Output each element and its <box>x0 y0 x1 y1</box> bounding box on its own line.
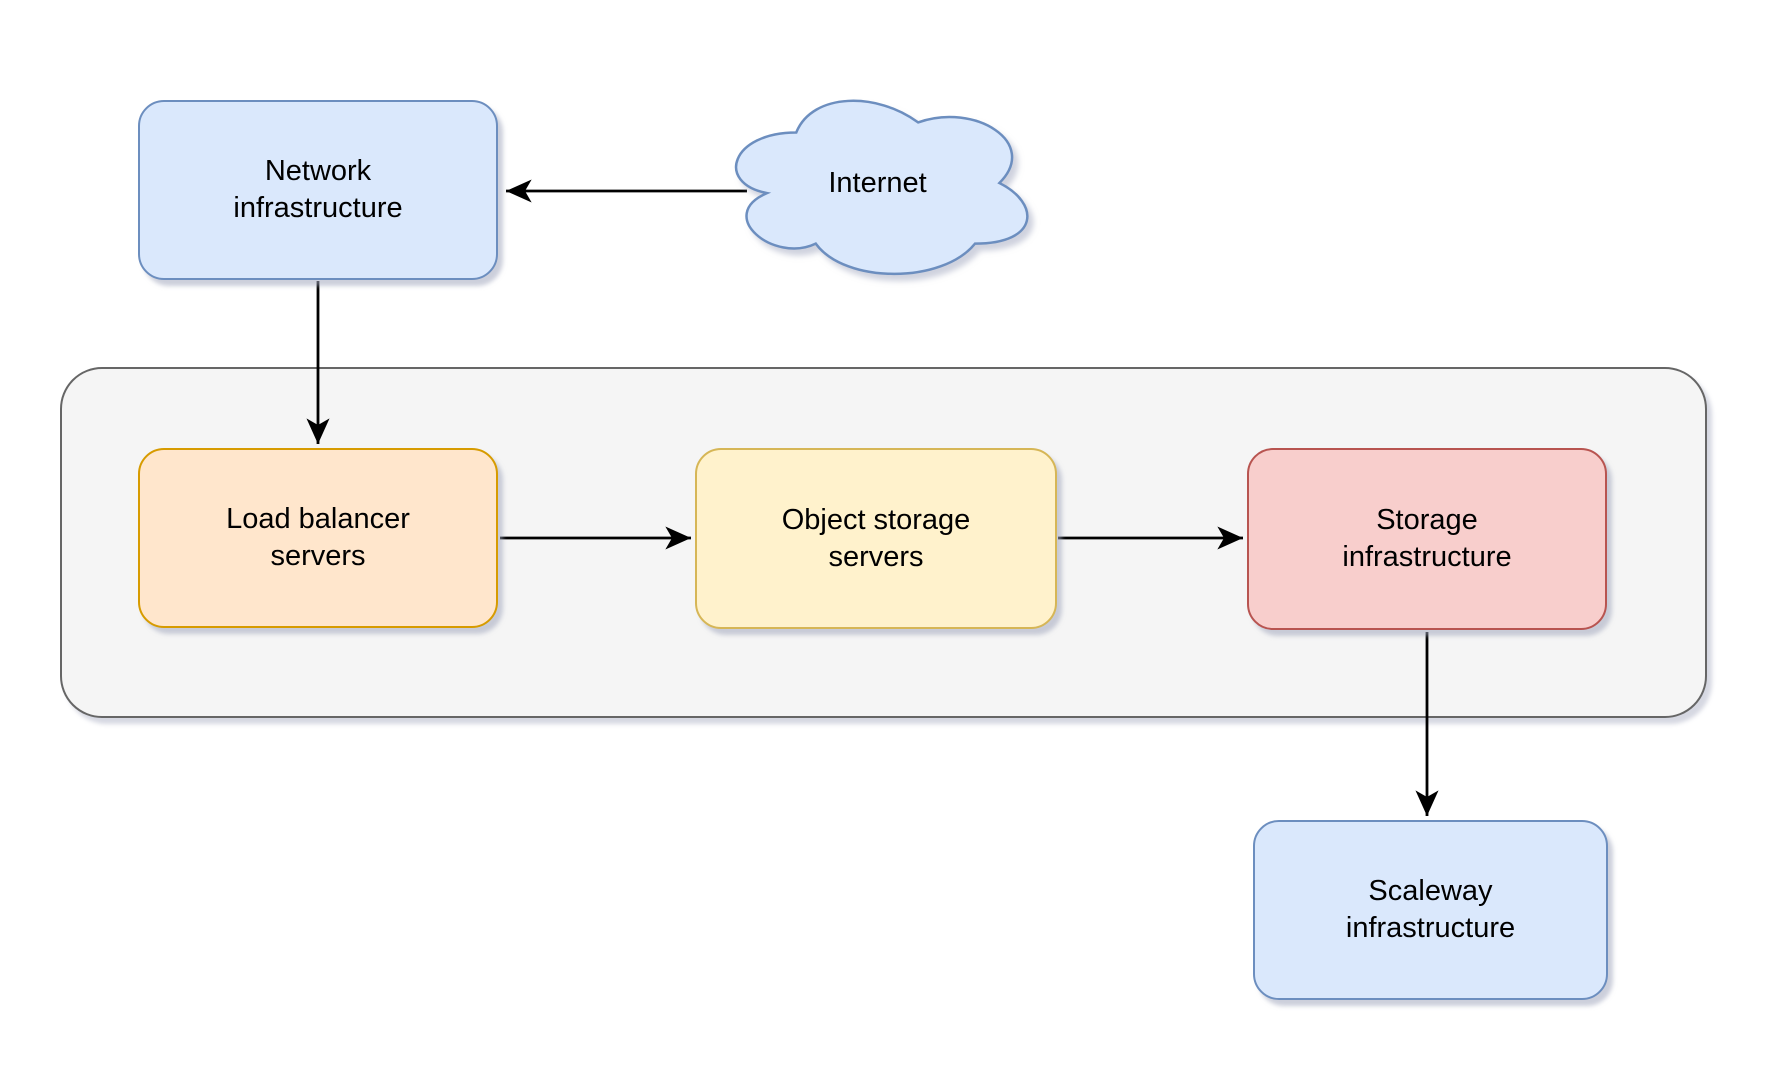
node-storage-infrastructure-label: Storage infrastructure <box>1342 504 1512 573</box>
node-object-storage-servers-label: Object storage servers <box>781 503 971 573</box>
node-network-infrastructure-label: Network infrastructure <box>233 155 403 224</box>
node-object-storage-servers: Object storage servers <box>695 448 1057 629</box>
node-network-infrastructure: Network infrastructure <box>138 100 498 280</box>
node-storage-infrastructure: Storage infrastructure <box>1247 448 1607 630</box>
node-internet-label: Internet <box>828 166 927 199</box>
node-load-balancer-servers: Load balancer servers <box>138 448 498 628</box>
node-scaleway-infrastructure: Scaleway infrastructure <box>1253 820 1608 1000</box>
node-load-balancer-servers-label: Load balancer servers <box>226 503 410 572</box>
internet-cloud-icon <box>734 99 1029 276</box>
node-scaleway-infrastructure-label: Scaleway infrastructure <box>1345 875 1516 944</box>
cloud-shape <box>734 99 1029 276</box>
